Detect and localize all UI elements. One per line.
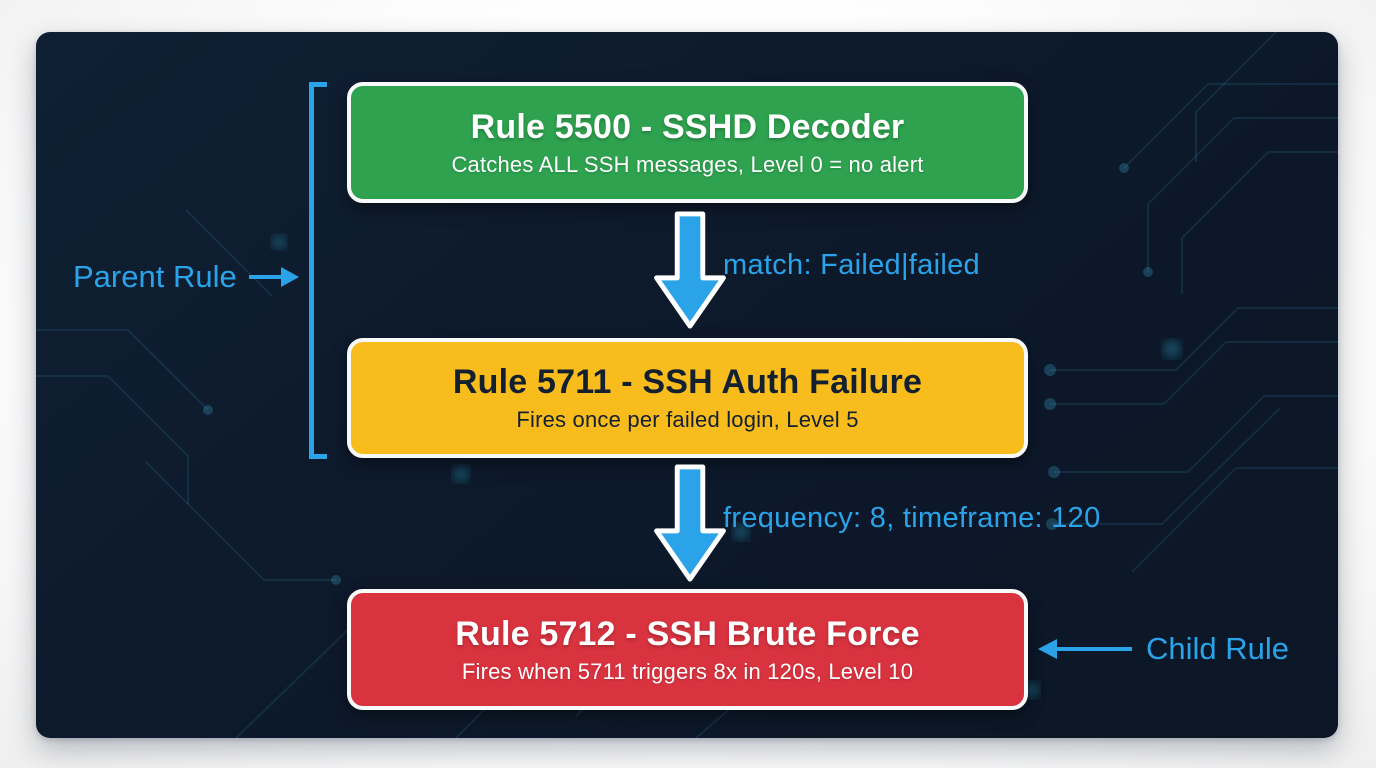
rule-5711-title: Rule 5711 - SSH Auth Failure	[452, 363, 923, 401]
parent-rule-callout: Parent Rule	[73, 256, 299, 298]
edge-label-match: match: Failed|failed	[723, 249, 980, 281]
rule-5712-title: Rule 5712 - SSH Brute Force	[455, 614, 920, 653]
left-arrow-icon	[1038, 639, 1132, 659]
rule-node-5712: Rule 5712 - SSH Brute Force Fires when 5…	[347, 589, 1028, 710]
rule-node-5500: Rule 5500 - SSHD Decoder Catches ALL SSH…	[347, 82, 1028, 203]
down-arrow-icon	[654, 211, 726, 329]
rule-5500-title: Rule 5500 - SSHD Decoder	[470, 107, 905, 146]
edge-label-frequency: frequency: 8, timeframe: 120	[723, 502, 1101, 534]
down-arrow-icon	[654, 464, 726, 582]
parent-rule-bracket	[309, 82, 327, 459]
rule-5712-subtitle: Fires when 5711 triggers 8x in 120s, Lev…	[461, 658, 914, 684]
child-rule-callout: Child Rule	[1038, 628, 1289, 670]
diagram-panel: Parent Rule Rule 5500 - SSHD Decoder Cat…	[36, 32, 1338, 738]
rule-5500-subtitle: Catches ALL SSH messages, Level 0 = no a…	[451, 151, 924, 177]
rule-node-5711: Rule 5711 - SSH Auth Failure Fires once …	[347, 338, 1028, 458]
child-rule-label: Child Rule	[1146, 631, 1290, 666]
rule-5711-subtitle: Fires once per failed login, Level 5	[516, 407, 859, 432]
parent-rule-label: Parent Rule	[73, 259, 237, 294]
right-arrow-icon	[248, 267, 299, 287]
